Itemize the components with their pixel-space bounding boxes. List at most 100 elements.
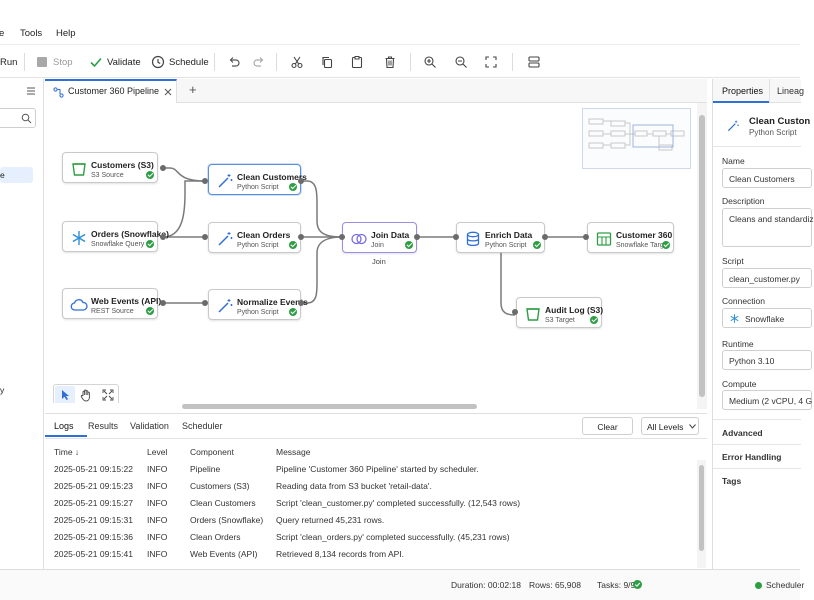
fit-screen-icon[interactable] xyxy=(102,389,114,401)
input-port[interactable] xyxy=(512,309,518,315)
tab-customer-360-pipeline[interactable]: Customer 360 Pipeline xyxy=(45,79,177,103)
connection-select[interactable]: Snowflake xyxy=(722,308,812,328)
section-advanced[interactable]: Advanced xyxy=(722,428,763,438)
cut-button[interactable] xyxy=(290,54,304,70)
canvas-horizontal-scrollbar[interactable] xyxy=(45,403,697,411)
output-port[interactable] xyxy=(160,234,166,240)
paste-button[interactable] xyxy=(350,54,364,70)
canvas-vertical-scrollbar[interactable] xyxy=(697,103,707,409)
output-port[interactable] xyxy=(160,165,166,171)
clear-logs-button[interactable]: Clear xyxy=(582,417,633,435)
menu-lines-icon[interactable] xyxy=(26,86,36,96)
node-clean-orders[interactable]: Clean Orders Python Script xyxy=(208,222,301,253)
runtime-select[interactable]: Python 3.10 xyxy=(722,350,812,370)
node-join-data[interactable]: Join Data Join xyxy=(342,222,417,253)
menu-item-help[interactable]: Help xyxy=(56,28,76,39)
input-port[interactable] xyxy=(202,178,208,184)
column-header-message[interactable]: Message xyxy=(276,447,311,457)
node-customers-s3[interactable]: Customers (S3) S3 Source xyxy=(62,152,158,183)
table-row[interactable]: 2025-05-21 09:15:22 INFO Pipeline Pipeli… xyxy=(54,464,479,474)
layout-button[interactable] xyxy=(527,54,541,70)
logs-scroll-thumb[interactable] xyxy=(699,465,704,551)
node-customer-360[interactable]: Customer 360 Snowflake Target xyxy=(587,222,674,253)
input-port[interactable] xyxy=(202,300,208,306)
name-field[interactable]: Clean Customers xyxy=(722,168,812,188)
horizontal-scroll-thumb[interactable] xyxy=(182,404,477,409)
node-orders-snowflake[interactable]: Orders (Snowflake) Snowflake Query xyxy=(62,221,169,252)
tab-validation[interactable]: Validation xyxy=(130,421,169,431)
table-row[interactable]: 2025-05-21 09:15:41 INFO Web Events (API… xyxy=(54,549,405,559)
column-header-time[interactable]: Time ↓ xyxy=(54,447,80,457)
active-tab-indicator xyxy=(45,435,87,437)
logs-scrollbar[interactable] xyxy=(697,460,706,568)
close-icon[interactable] xyxy=(164,88,172,96)
output-port[interactable] xyxy=(414,234,420,240)
toolbar-separator xyxy=(410,53,411,71)
output-port[interactable] xyxy=(298,178,304,184)
sidebar-item-selected[interactable]: e xyxy=(0,167,33,183)
node-normalize-events[interactable]: Normalize Events Python Script xyxy=(208,289,308,320)
section-error-handling[interactable]: Error Handling xyxy=(722,452,782,462)
node-web-events-api[interactable]: Web Events (API) REST Source xyxy=(62,288,161,319)
copy-button[interactable] xyxy=(320,54,334,70)
magic-wand-icon xyxy=(727,120,739,132)
description-field[interactable]: Cleans and standardiz xyxy=(722,208,814,247)
toolbar-separator xyxy=(512,53,513,71)
fit-view-button[interactable] xyxy=(484,54,498,70)
select-tool-button[interactable] xyxy=(55,386,75,404)
schedule-button[interactable]: Schedule xyxy=(151,54,209,70)
node-enrich-data[interactable]: Enrich Data Python Script xyxy=(456,222,545,253)
name-label: Name xyxy=(722,156,745,166)
menu-item-view[interactable]: e xyxy=(0,28,5,39)
sidebar-item-fragment[interactable]: y xyxy=(0,385,5,395)
section-tags[interactable]: Tags xyxy=(722,476,742,486)
table-row[interactable]: 2025-05-21 09:15:36 INFO Clean Orders Sc… xyxy=(54,532,510,542)
redo-button[interactable] xyxy=(252,54,266,70)
magic-wand-icon xyxy=(218,232,233,246)
output-port[interactable] xyxy=(298,234,304,240)
undo-button[interactable] xyxy=(227,54,241,70)
script-field[interactable]: clean_customer.py xyxy=(722,268,812,288)
node-clean-customers[interactable]: Clean Customers Python Script xyxy=(208,164,307,195)
tab-lineage[interactable]: Lineag xyxy=(777,86,805,96)
menu-item-tools[interactable]: Tools xyxy=(20,28,43,39)
input-port[interactable] xyxy=(583,234,589,240)
minimap[interactable] xyxy=(582,108,691,169)
input-port[interactable] xyxy=(339,234,345,240)
add-tab-button[interactable]: + xyxy=(189,82,197,97)
input-port[interactable] xyxy=(453,234,459,240)
column-header-component[interactable]: Component xyxy=(190,447,234,457)
column-header-level[interactable]: Level xyxy=(147,447,168,457)
output-port[interactable] xyxy=(298,300,304,306)
log-level-select[interactable]: All Levels xyxy=(641,417,699,435)
tab-results[interactable]: Results xyxy=(88,421,119,431)
tab-logs[interactable]: Logs xyxy=(54,421,74,431)
sidebar-search-input[interactable] xyxy=(0,108,36,128)
delete-button[interactable] xyxy=(383,54,397,70)
left-sidebar: e y xyxy=(0,79,44,569)
pipeline-icon xyxy=(53,87,64,98)
output-port[interactable] xyxy=(160,300,166,306)
pipeline-canvas[interactable]: Customers (S3) S3 Source Orders (Snowfla… xyxy=(45,103,697,409)
node-audit-log-s3[interactable]: Audit Log (S3) S3 Target xyxy=(516,297,603,328)
bucket-icon xyxy=(526,308,540,321)
status-scheduler[interactable]: Scheduler xyxy=(766,580,805,590)
table-row[interactable]: 2025-05-21 09:15:23 INFO Customers (S3) … xyxy=(54,481,432,491)
stop-button[interactable]: Stop xyxy=(35,54,73,70)
hand-icon[interactable] xyxy=(80,389,92,402)
vertical-scroll-thumb[interactable] xyxy=(699,115,705,397)
table-row[interactable]: 2025-05-21 09:15:27 INFO Clean Customers… xyxy=(54,498,521,508)
table-row[interactable]: 2025-05-21 09:15:31 INFO Orders (Snowfla… xyxy=(54,515,385,525)
zoom-out-button[interactable] xyxy=(454,54,468,70)
zoom-in-button[interactable] xyxy=(423,54,437,70)
output-port[interactable] xyxy=(542,234,548,240)
database-icon xyxy=(466,231,480,247)
validate-button[interactable]: Validate xyxy=(89,54,141,70)
input-port[interactable] xyxy=(202,234,208,240)
status-bar: Duration: 00:02:18 Rows: 65,908 Tasks: 9… xyxy=(0,569,804,600)
tab-scheduler[interactable]: Scheduler xyxy=(182,421,223,431)
run-button[interactable]: Run xyxy=(0,56,18,68)
compute-select[interactable]: Medium (2 vCPU, 4 G xyxy=(722,390,812,410)
tab-properties[interactable]: Properties xyxy=(722,86,764,96)
editor-tabs: Customer 360 Pipeline + xyxy=(45,79,707,103)
